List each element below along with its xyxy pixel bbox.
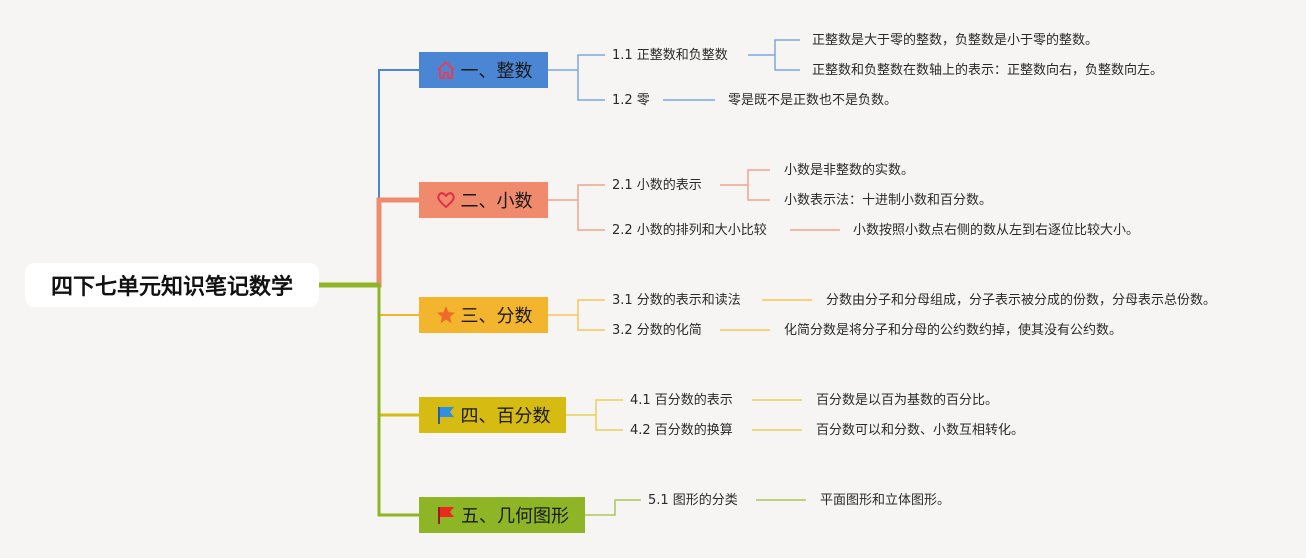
branch-line-2 <box>319 197 419 288</box>
leaf-5-1-1[interactable]: 平面图形和立体图形。 <box>820 493 951 508</box>
topic-percentages[interactable]: 四、百分数 <box>419 397 566 433</box>
branch-line-5 <box>319 283 419 517</box>
flag-red-icon <box>435 504 457 526</box>
subtopic-3-1[interactable]: 3.1 分数的表示和读法 <box>612 293 741 308</box>
leaf-1-2-1[interactable]: 零是既不是正数也不是负数。 <box>728 93 898 108</box>
leaf-2-2-1[interactable]: 小数按照小数点右侧的数从左到右逐位比较大小。 <box>853 223 1140 238</box>
subtopic-3-2[interactable]: 3.2 分数的化简 <box>612 323 702 338</box>
root-title: 四下七单元知识笔记数学 <box>50 275 293 300</box>
branch-line-3 <box>319 284 419 316</box>
home-icon <box>435 59 457 81</box>
leaf-2-1-2[interactable]: 小数表示法：十进制小数和百分数。 <box>784 193 993 208</box>
topic-decimals[interactable]: 二、小数 <box>419 182 548 218</box>
topic-label: 二、小数 <box>460 191 533 212</box>
branch-line-4 <box>319 283 419 417</box>
leaf-1-1-2[interactable]: 正整数和负整数在数轴上的表示：正整数向右，负整数向左。 <box>812 63 1164 78</box>
subtopic-2-2[interactable]: 2.2 小数的排列和大小比较 <box>612 223 767 238</box>
heart-icon <box>435 189 457 211</box>
subtopic-4-2[interactable]: 4.2 百分数的换算 <box>630 423 733 438</box>
leaf-1-1-1[interactable]: 正整数是大于零的整数，负整数是小于零的整数。 <box>812 33 1099 48</box>
branch-line-1 <box>319 69 419 286</box>
topic-fractions[interactable]: 三、分数 <box>419 297 548 333</box>
topic-label: 一、整数 <box>460 61 533 82</box>
topic-label: 五、几何图形 <box>461 506 569 527</box>
root-topic[interactable]: 四下七单元知识笔记数学 <box>25 263 319 307</box>
topic-geometry[interactable]: 五、几何图形 <box>419 497 585 533</box>
flag-blue-icon <box>435 404 457 426</box>
topic-label: 三、分数 <box>460 306 533 327</box>
subtopic-2-1[interactable]: 2.1 小数的表示 <box>612 178 702 193</box>
subtopic-4-1[interactable]: 4.1 百分数的表示 <box>630 393 733 408</box>
leaf-2-1-1[interactable]: 小数是非整数的实数。 <box>784 163 915 178</box>
subtopic-5-1[interactable]: 5.1 图形的分类 <box>648 493 738 508</box>
leaf-4-2-1[interactable]: 百分数可以和分数、小数互相转化。 <box>816 423 1025 438</box>
leaf-3-2-1[interactable]: 化简分数是将分子和分母的公约数约掉，使其没有公约数。 <box>784 323 1123 338</box>
leaf-4-1-1[interactable]: 百分数是以百为基数的百分比。 <box>816 393 999 408</box>
leaf-3-1-1[interactable]: 分数由分子和分母组成，分子表示被分成的份数，分母表示总份数。 <box>826 293 1217 308</box>
subtopic-1-1[interactable]: 1.1 正整数和负整数 <box>612 48 728 63</box>
subtopic-1-2[interactable]: 1.2 零 <box>612 93 650 108</box>
topic-integers[interactable]: 一、整数 <box>419 52 548 88</box>
star-icon <box>435 304 457 326</box>
topic-label: 四、百分数 <box>460 406 551 427</box>
